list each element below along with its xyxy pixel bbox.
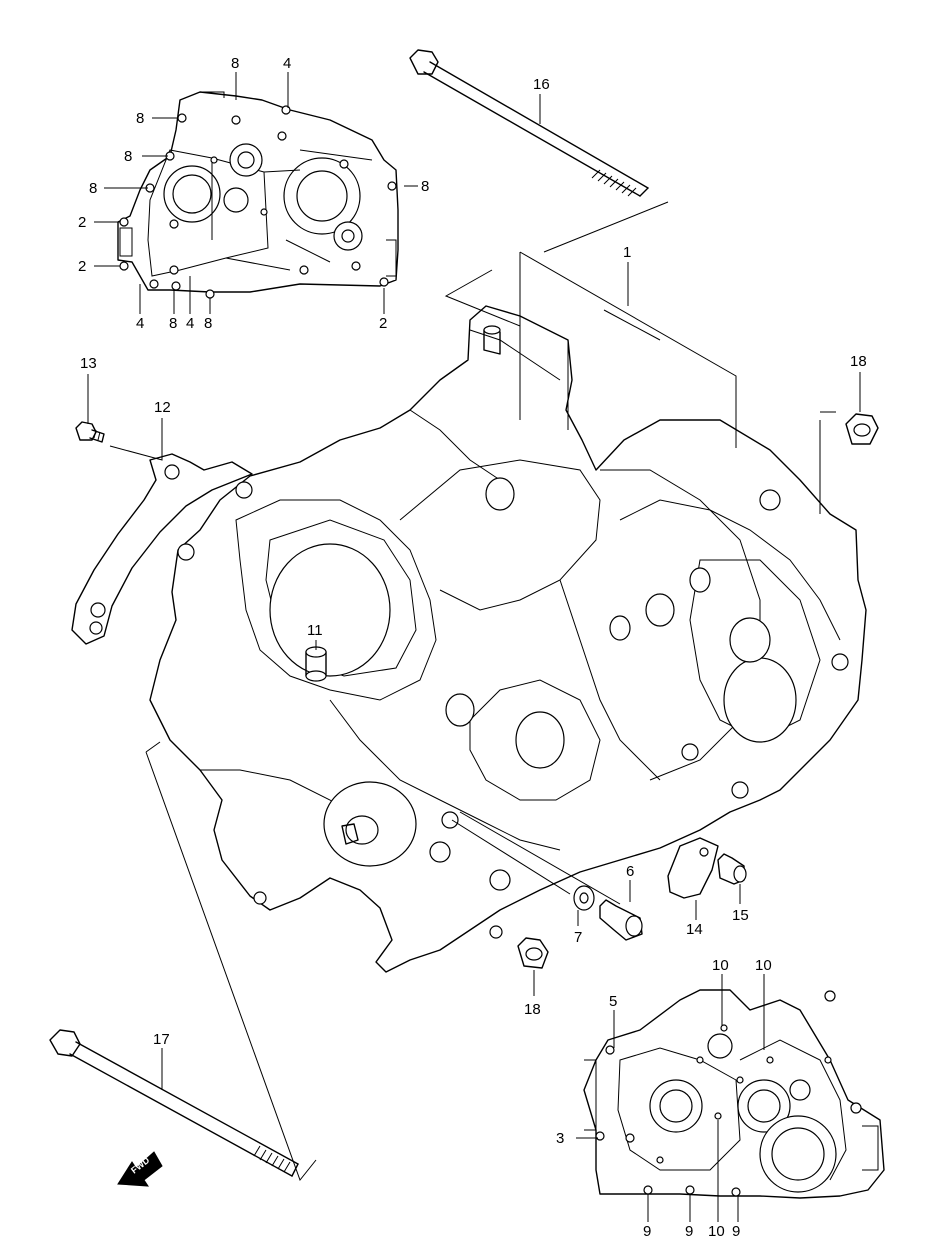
label-part-12: 12 (154, 399, 171, 416)
label-part-5: 5 (609, 993, 617, 1010)
label-part-10-c: 10 (708, 1223, 725, 1240)
bracket-12 (71, 453, 253, 645)
washer-7 (573, 885, 595, 911)
label-part-10-b: 10 (755, 957, 772, 974)
long-bolt-16 (409, 49, 649, 197)
label-part-2-b: 2 (78, 258, 86, 275)
label-part-2-a: 2 (78, 214, 86, 231)
label-part-8-g: 8 (204, 315, 212, 332)
crankcase-assembly-1 (149, 305, 867, 973)
inset-left-crankcase-face (117, 91, 399, 299)
label-part-7: 7 (574, 929, 582, 946)
nut-18-upper (845, 413, 879, 445)
label-part-1: 1 (623, 244, 631, 261)
label-part-16: 16 (533, 76, 550, 93)
bolt-15 (717, 853, 747, 885)
label-part-14: 14 (686, 921, 703, 938)
label-part-8-e: 8 (421, 178, 429, 195)
label-part-6: 6 (626, 863, 634, 880)
label-part-9-a: 9 (643, 1223, 651, 1240)
callout-lines (87, 72, 861, 1222)
label-part-18-lower: 18 (524, 1001, 541, 1018)
label-part-13: 13 (80, 355, 97, 372)
bolt-13 (75, 421, 105, 443)
label-part-8-f: 8 (169, 315, 177, 332)
label-part-9-c: 9 (732, 1223, 740, 1240)
forward-arrow-icon: FWD (117, 1151, 163, 1187)
long-bolt-17 (49, 1029, 299, 1177)
bracket-14 (667, 837, 719, 899)
label-part-3: 3 (556, 1130, 564, 1147)
label-part-8-c: 8 (124, 148, 132, 165)
label-part-4-a: 4 (283, 55, 291, 72)
label-part-11: 11 (307, 622, 323, 639)
label-part-4-b: 4 (136, 315, 144, 332)
label-part-15: 15 (732, 907, 749, 924)
inset-right-crankcase-face (583, 989, 885, 1199)
nut-18-lower (517, 937, 549, 969)
label-part-8-b: 8 (136, 110, 144, 127)
label-part-18-upper: 18 (850, 353, 867, 370)
label-part-9-b: 9 (685, 1223, 693, 1240)
label-part-17: 17 (153, 1031, 170, 1048)
bolt-6 (599, 899, 643, 941)
label-part-8-d: 8 (89, 180, 97, 197)
label-part-10-a: 10 (712, 957, 729, 974)
label-part-8-a: 8 (231, 55, 239, 72)
label-part-2-c: 2 (379, 315, 387, 332)
part-number-labels: 1 16 13 12 18 11 6 7 14 15 18 17 8 4 8 8… (78, 55, 867, 1240)
label-part-4-c: 4 (186, 315, 194, 332)
